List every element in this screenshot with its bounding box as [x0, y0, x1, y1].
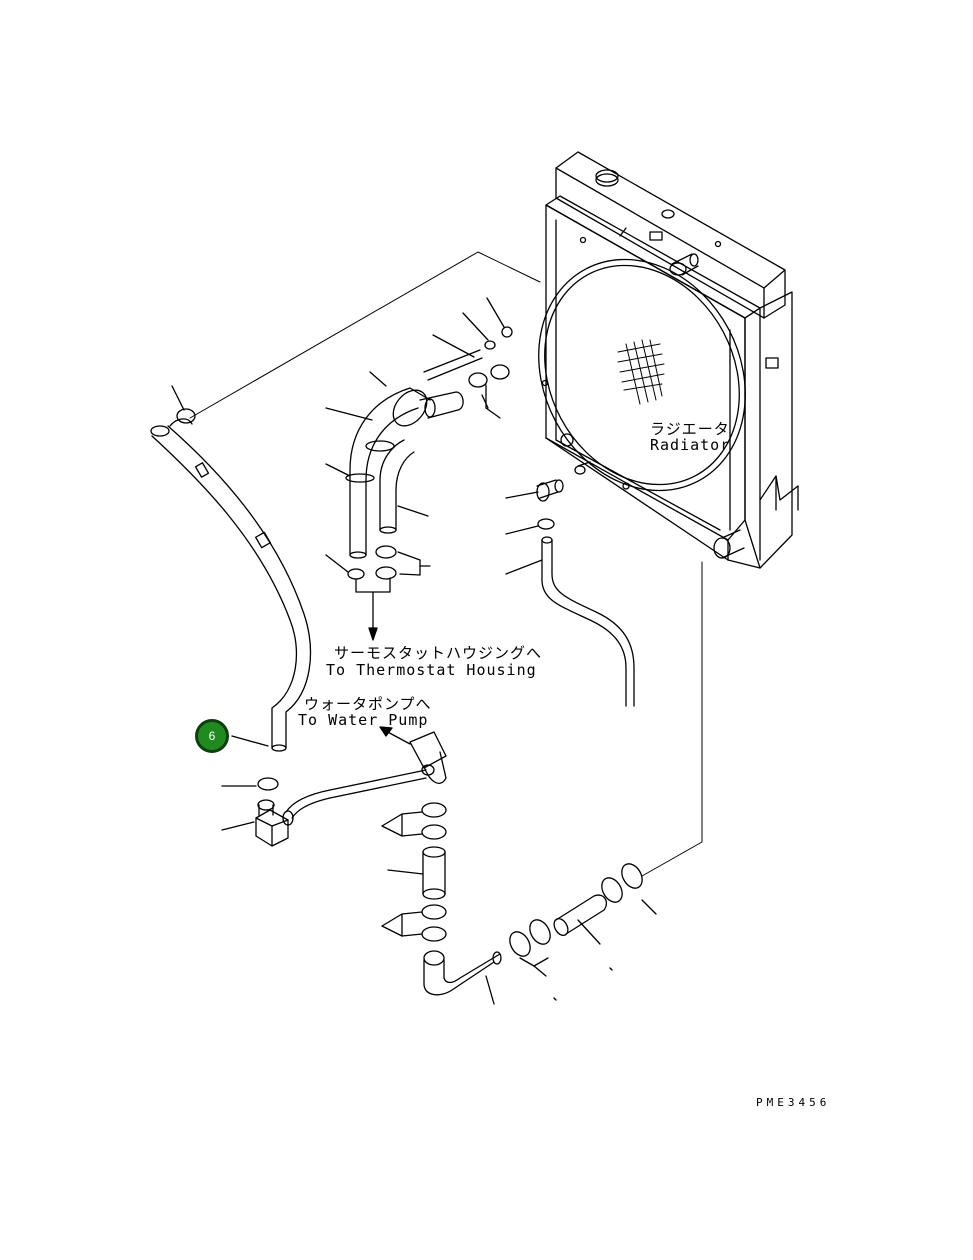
water-pump-label-jp: ウォータポンプへ [304, 695, 432, 713]
long-hose [150, 385, 312, 752]
lower-clamps-upper [325, 545, 431, 641]
part-callout-6[interactable]: 6 [195, 719, 229, 753]
lower-hose-stack [381, 802, 502, 1005]
radiator-label-en: Radiator [650, 436, 731, 454]
water-pump-label-en: To Water Pump [298, 711, 429, 729]
drawing-code: PME3456 [756, 1096, 831, 1109]
upper-elbow-hose [325, 297, 513, 559]
thermostat-label-jp: サーモスタットハウジングへ [334, 644, 543, 662]
bypass-pipe [505, 479, 635, 707]
water-pump-branch [221, 726, 447, 847]
guide-line-upper [189, 251, 541, 419]
radiator-label-jp: ラジエータ [650, 420, 730, 438]
thermostat-label-en: To Thermostat Housing [326, 661, 537, 679]
lower-radiator-hose [509, 561, 703, 1001]
radiator-assembly [538, 151, 799, 569]
